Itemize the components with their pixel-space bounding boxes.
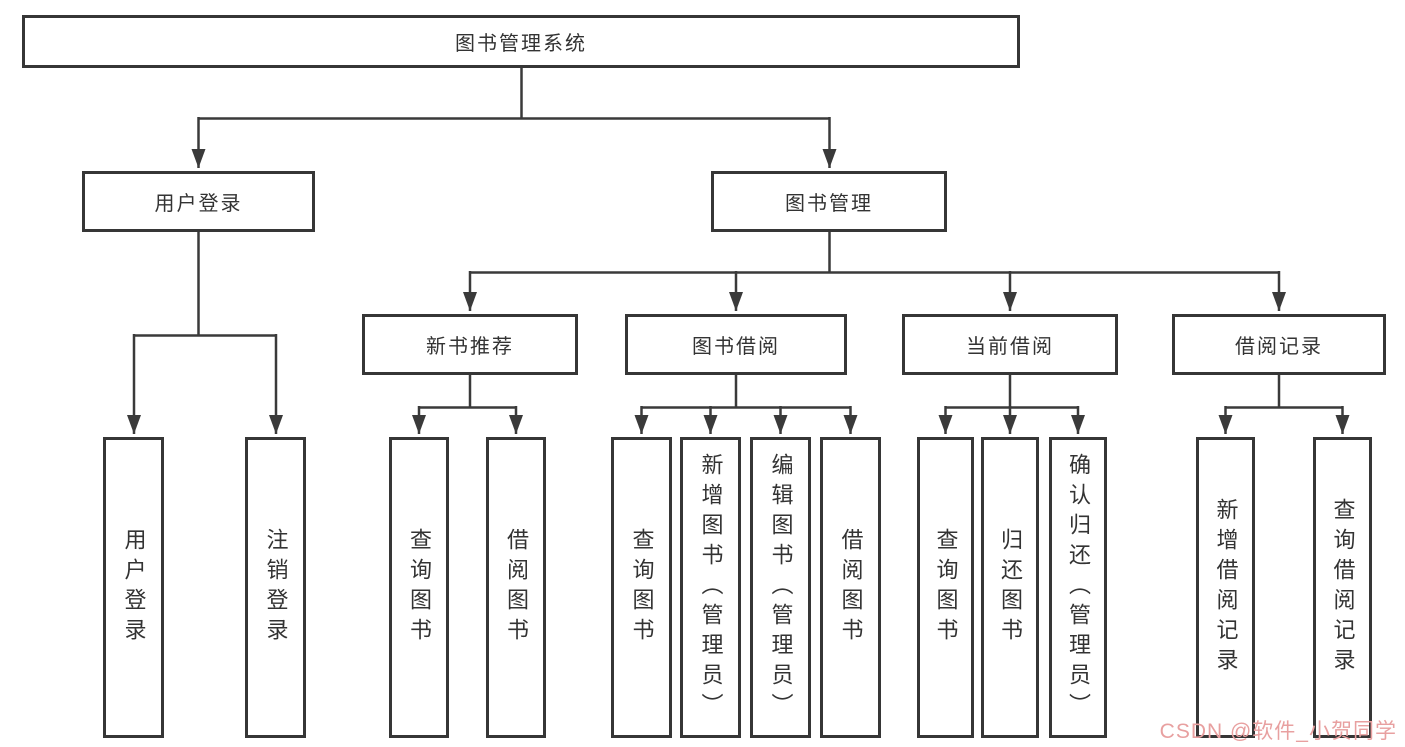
leaf-borrow-books: 借阅图书	[820, 437, 881, 738]
node-book-management: 图书管理	[711, 171, 947, 232]
leaf-query-borrow-record: 查询借阅记录	[1313, 437, 1372, 738]
leaf-label: 用户登录	[121, 527, 147, 648]
csdn-watermark: CSDN @软件_小贺同学	[1159, 720, 1397, 743]
leaf-label: 查询借阅记录	[1330, 497, 1356, 678]
leaf-query-books-current: 查询图书	[917, 437, 974, 738]
node-label: 新书推荐	[426, 336, 514, 358]
node-label: 图书借阅	[692, 336, 780, 358]
leaf-return-books: 归还图书	[981, 437, 1039, 738]
node-current-borrow: 当前借阅	[902, 314, 1118, 375]
node-label: 当前借阅	[966, 336, 1054, 358]
leaf-label: 归还图书	[998, 527, 1023, 648]
node-label: 借阅记录	[1235, 336, 1323, 358]
node-borrow-records: 借阅记录	[1172, 314, 1386, 375]
node-library-management-system: 图书管理系统	[22, 15, 1020, 68]
leaf-label: 查询图书	[933, 527, 959, 648]
node-label: 图书管理	[785, 193, 873, 215]
leaf-label: 注销登录	[263, 527, 289, 648]
node-new-book-recommend: 新书推荐	[362, 314, 578, 375]
leaf-query-books-borrow: 查询图书	[611, 437, 672, 738]
leaf-user-login: 用户登录	[103, 437, 164, 738]
leaf-label: 借阅图书	[504, 527, 529, 648]
leaf-borrow-books-recommend: 借阅图书	[486, 437, 546, 738]
node-label: 图书管理系统	[455, 33, 587, 55]
leaf-label: 借阅图书	[838, 527, 864, 648]
leaf-label: 新增借阅记录	[1213, 497, 1239, 678]
node-label: 用户登录	[154, 193, 243, 215]
leaf-label: 查询图书	[629, 527, 655, 648]
leaf-label: 新增图书（管理员）	[698, 452, 724, 723]
leaf-query-books-recommend: 查询图书	[389, 437, 449, 738]
leaf-add-borrow-record: 新增借阅记录	[1196, 437, 1255, 738]
leaf-label: 编辑图书（管理员）	[768, 452, 794, 723]
leaf-edit-books-admin: 编辑图书（管理员）	[750, 437, 811, 738]
leaf-label: 查询图书	[407, 527, 432, 648]
leaf-add-books-admin: 新增图书（管理员）	[680, 437, 741, 738]
leaf-logout: 注销登录	[245, 437, 306, 738]
leaf-confirm-return-admin: 确认归还（管理员）	[1049, 437, 1107, 738]
node-user-login: 用户登录	[82, 171, 315, 232]
leaf-label: 确认归还（管理员）	[1066, 452, 1091, 723]
node-book-borrow: 图书借阅	[625, 314, 847, 375]
